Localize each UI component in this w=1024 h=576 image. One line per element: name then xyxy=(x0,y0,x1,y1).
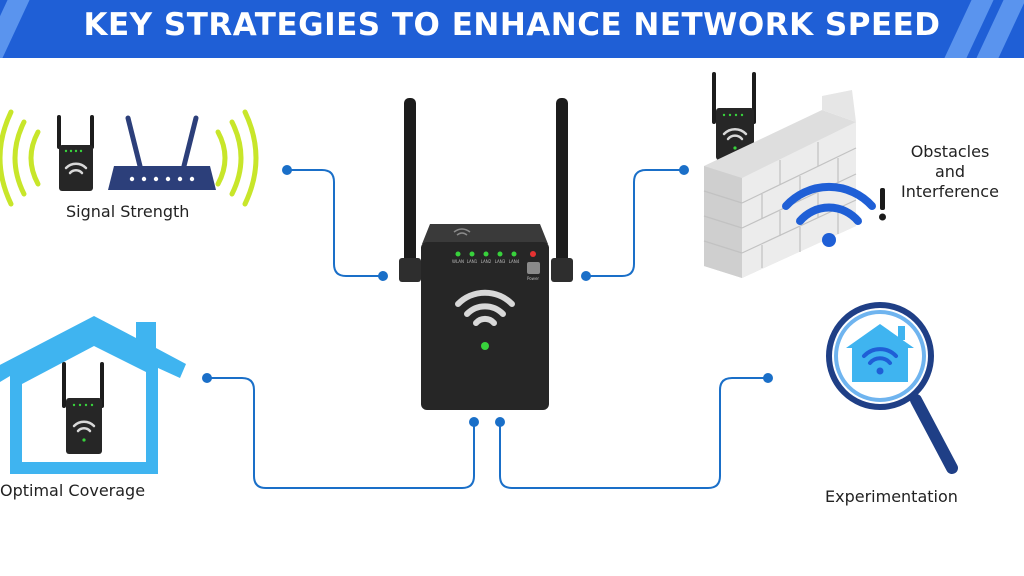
house-icon xyxy=(846,324,914,382)
blocked-wifi-dot xyxy=(822,233,836,247)
connector-obstacles xyxy=(586,169,684,277)
extender-top xyxy=(422,224,548,244)
signal-waves-right xyxy=(215,109,259,207)
page-title: KEY STRATEGIES TO ENHANCE NETWORK SPEED xyxy=(83,7,941,43)
wifi-indicator-led xyxy=(481,342,489,350)
port-label: WLAN xyxy=(452,259,464,264)
wifi-icon xyxy=(455,289,515,326)
router xyxy=(108,115,216,190)
connector-dot xyxy=(378,271,388,281)
optimal-coverage-illustration xyxy=(0,316,186,474)
experimentation-illustration xyxy=(826,302,958,474)
connector-signal-strength xyxy=(287,169,383,277)
warning-exclamation-icon xyxy=(879,188,886,221)
label-experimentation: Experimentation xyxy=(825,487,958,506)
power-button xyxy=(527,262,540,274)
port-label: LAN2 xyxy=(481,259,492,264)
magnifier-handle xyxy=(910,394,958,474)
antenna-right xyxy=(556,98,568,280)
power-label: Power xyxy=(527,276,539,281)
connector-experimentation xyxy=(499,377,768,489)
port-label: LAN1 xyxy=(467,259,478,264)
mini-extender xyxy=(57,115,94,191)
brick-wall xyxy=(703,90,857,278)
label-signal-strength: Signal Strength xyxy=(66,202,190,221)
connector-dot xyxy=(202,373,212,383)
antenna-left xyxy=(404,98,416,280)
status-leds xyxy=(455,251,517,257)
port-label: LAN4 xyxy=(509,259,520,264)
wifi-icon xyxy=(862,347,898,365)
signal-strength-illustration xyxy=(0,109,259,207)
title-banner: KEY STRATEGIES TO ENHANCE NETWORK SPEED xyxy=(0,0,1024,58)
connector-dot xyxy=(469,417,479,427)
connector-dot xyxy=(679,165,689,175)
connector-dot xyxy=(282,165,292,175)
extender-body xyxy=(421,242,549,410)
connector-optimal-coverage xyxy=(207,377,475,489)
obstacles-illustration xyxy=(703,72,886,278)
blocked-wifi-icon xyxy=(782,182,876,225)
port-label: LAN3 xyxy=(495,259,506,264)
label-line: and xyxy=(934,162,966,181)
power-led xyxy=(530,251,536,257)
connector-dot xyxy=(763,373,773,383)
signal-waves-left xyxy=(0,109,41,207)
connector-dot xyxy=(581,271,591,281)
label-optimal-coverage: Optimal Coverage xyxy=(0,481,146,500)
connector-dots xyxy=(202,165,773,427)
connector-dot xyxy=(495,417,505,427)
label-line: Interference xyxy=(901,182,999,201)
mini-extender xyxy=(62,362,104,454)
connectors xyxy=(207,169,768,489)
label-line: Obstacles xyxy=(910,142,990,161)
